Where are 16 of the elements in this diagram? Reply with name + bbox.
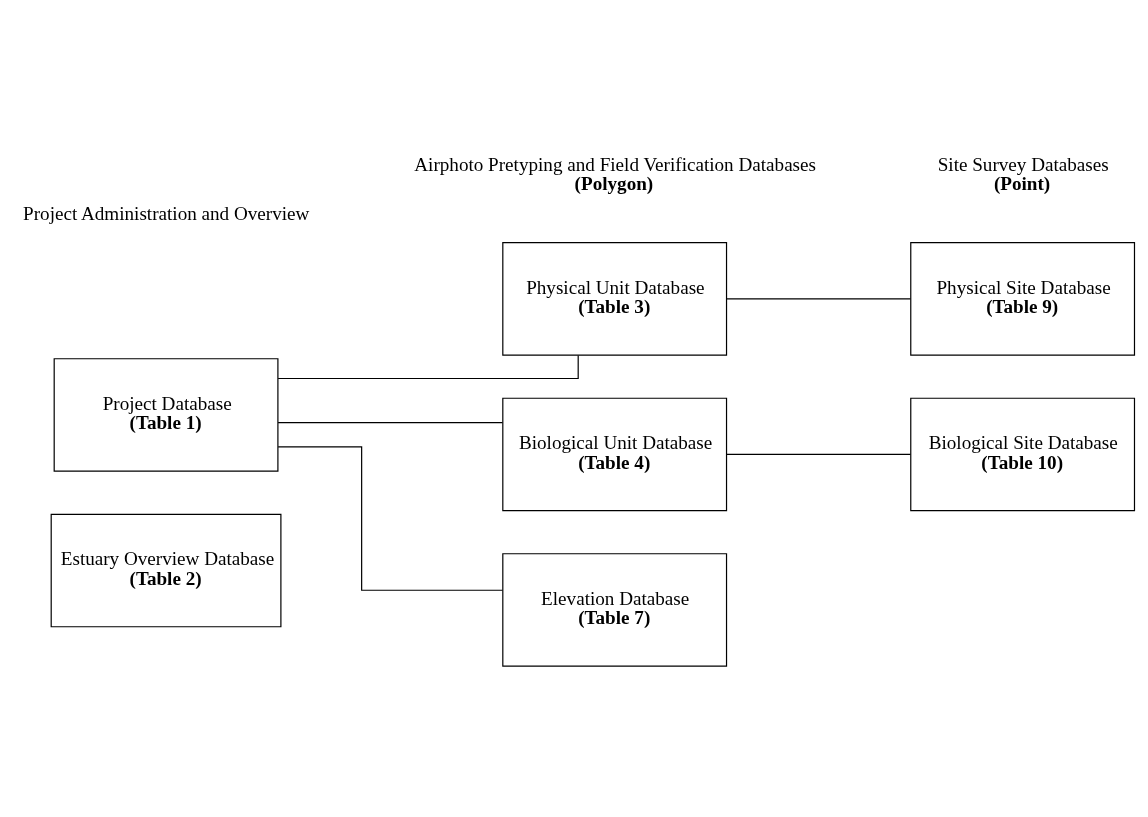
connector [277, 445, 504, 591]
node-box: Project Database (Table 1) [53, 357, 279, 472]
connector [726, 297, 912, 300]
label: Site Survey Databases [937, 153, 1109, 175]
label: Airphoto Pretyping and Field Verification Databases [414, 153, 817, 175]
node-box: Elevation Database (Table 7) [502, 552, 728, 667]
node-box: Physical Unit Database (Table 3) [502, 241, 728, 356]
connector [277, 421, 504, 423]
node-box: Estuary Overview Database (Table 2) [50, 513, 282, 627]
node-box: Biological Unit Database (Table 4) [502, 397, 728, 511]
connector [277, 354, 579, 379]
node-box: Physical Site Database (Table 9) [910, 241, 1136, 356]
connector [726, 453, 912, 455]
label: (Polygon) [574, 172, 654, 194]
label: Project Administration and Overview [23, 202, 310, 224]
node-box: Biological Site Database (Table 10) [910, 397, 1136, 511]
